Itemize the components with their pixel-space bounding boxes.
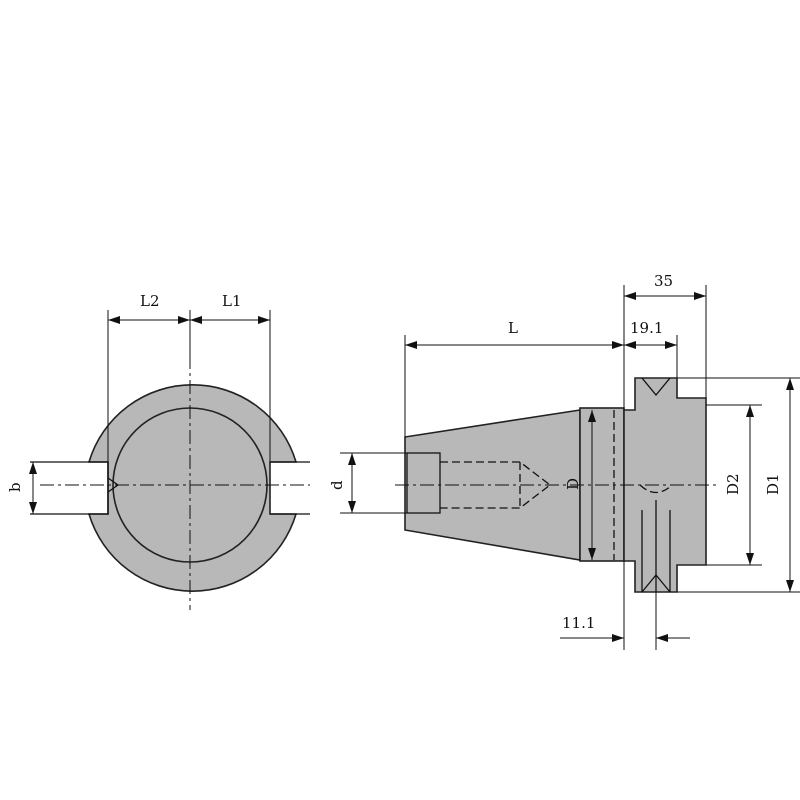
label-19-1: 19.1 xyxy=(630,319,663,337)
label-D1: D1 xyxy=(764,473,782,495)
arrow-35-right xyxy=(694,292,706,300)
arrow-d-top xyxy=(348,453,356,465)
label-D: D xyxy=(564,478,582,490)
keyway-notch xyxy=(107,477,120,493)
arrow-d-bottom xyxy=(348,501,356,513)
label-b: b xyxy=(6,482,24,492)
label-l1: L1 xyxy=(222,292,242,310)
label-D2: D2 xyxy=(724,473,742,495)
end-view: L2 L1 b xyxy=(6,292,310,610)
v-groove-top xyxy=(641,377,671,397)
arrow-D-top xyxy=(588,410,596,422)
flange-hidden-arc xyxy=(639,484,673,494)
right-slot xyxy=(270,461,310,515)
arrow-35-left xyxy=(624,292,636,300)
arrow-l2-left xyxy=(108,316,120,324)
label-l2: L2 xyxy=(140,292,160,310)
arrow-D-bottom xyxy=(588,548,596,560)
arrow-19-right xyxy=(665,341,677,349)
arrow-11-left xyxy=(612,634,624,642)
left-slot xyxy=(30,461,109,515)
arrow-D1-top xyxy=(786,378,794,390)
arrow-L-left xyxy=(405,341,417,349)
arrow-l1-right xyxy=(258,316,270,324)
arrow-D2-top xyxy=(746,405,754,417)
arrow-b-top xyxy=(29,462,37,474)
label-L: L xyxy=(508,319,518,337)
label-35: 35 xyxy=(654,272,673,290)
arrow-D1-bottom xyxy=(786,580,794,592)
arrow-l2-right xyxy=(178,316,190,324)
arrow-11-right xyxy=(656,634,668,642)
arrow-L-right xyxy=(612,341,624,349)
bore-hidden xyxy=(440,461,552,509)
label-d: d xyxy=(328,480,346,490)
arrow-l1-left xyxy=(190,316,202,324)
label-11-1: 11.1 xyxy=(562,614,595,632)
screw-head xyxy=(406,452,441,514)
arrow-b-bottom xyxy=(29,502,37,514)
arrow-D2-bottom xyxy=(746,553,754,565)
arrow-19-left xyxy=(624,341,636,349)
side-view: L 35 19.1 d D D2 xyxy=(328,272,800,650)
